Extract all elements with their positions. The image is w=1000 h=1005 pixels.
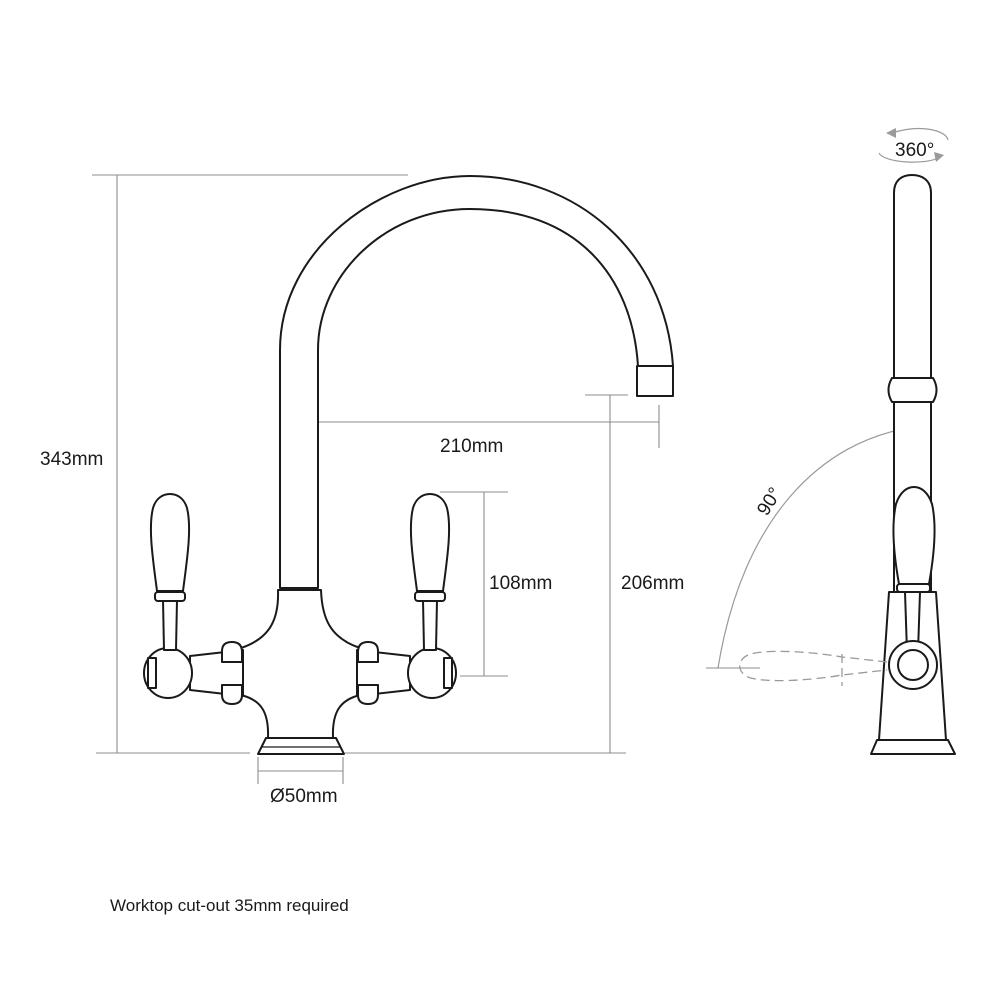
- tap-base: [257, 737, 345, 755]
- front-view-tap: [143, 175, 674, 755]
- lever-angle-label: 90°: [753, 484, 786, 519]
- height-label: 343mm: [40, 449, 103, 470]
- side-lever-ring: [896, 583, 931, 593]
- rotation-arrowhead-bottom: [934, 152, 944, 162]
- side-spout-collar: [887, 377, 938, 403]
- lever-swing-arc: [717, 426, 916, 669]
- left-lever-stem: [162, 599, 178, 651]
- spout-nozzle: [636, 365, 674, 397]
- left-lever-handle: [149, 493, 191, 592]
- rotation-arrowhead-top: [886, 128, 896, 138]
- side-base: [870, 739, 956, 755]
- right-valve-collar-top: [357, 641, 379, 663]
- left-valve-collar-bottom: [221, 684, 243, 705]
- base-diameter-label: Ø50mm: [270, 786, 338, 807]
- dimension-lines: [92, 174, 660, 784]
- right-valve-collar-bottom: [357, 684, 379, 705]
- side-valve-inner: [897, 649, 929, 681]
- side-lever-handle: [892, 486, 936, 585]
- worktop-note: Worktop cut-out 35mm required: [110, 896, 349, 915]
- left-valve-collar-top: [221, 641, 243, 663]
- side-spout-upper: [893, 174, 932, 379]
- left-lever-ring: [154, 591, 186, 602]
- spout-clearance-label: 206mm: [621, 573, 684, 594]
- reach-label: 210mm: [440, 436, 503, 457]
- side-view-tap: [706, 127, 956, 755]
- tap-body: [240, 589, 361, 739]
- rotation-arrow-bottom: [878, 152, 939, 163]
- right-lever-stem: [422, 599, 438, 651]
- lever-height-label: 108mm: [489, 573, 552, 594]
- right-lever-ring: [414, 591, 446, 602]
- side-lever-ghost: [739, 650, 888, 682]
- rotation-label: 360°: [895, 140, 934, 161]
- spout: [279, 175, 674, 589]
- left-valve-cap: [147, 657, 157, 689]
- right-valve-cap: [443, 657, 453, 689]
- right-lever-handle: [409, 493, 451, 592]
- rotation-arrow-top: [891, 127, 949, 141]
